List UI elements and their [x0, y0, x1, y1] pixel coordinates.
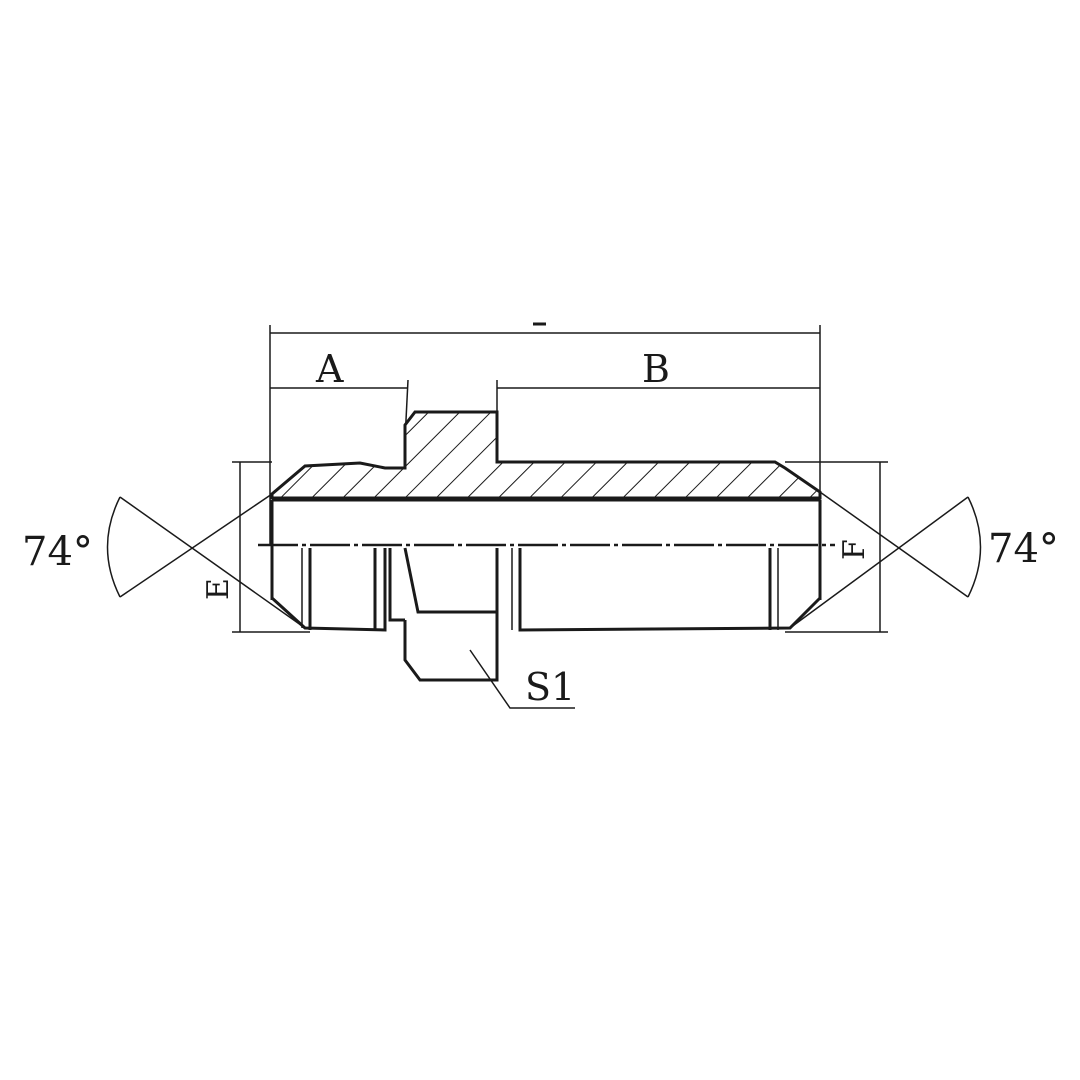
label-angle-right: 74°	[988, 526, 1059, 572]
angle-left	[106, 493, 306, 629]
s1-leader	[469, 649, 575, 709]
label-f: F	[837, 539, 872, 560]
label-b: B	[642, 347, 670, 391]
label-s1: S1	[525, 665, 575, 709]
overall-length-dimension	[269, 322, 821, 545]
lower-outline	[270, 547, 822, 682]
label-a: A	[315, 347, 344, 391]
hex-nut	[403, 547, 499, 682]
dimension-b	[496, 380, 820, 412]
label-e: E	[201, 578, 236, 600]
section-hatched	[270, 410, 822, 500]
label-angle-left: 74°	[22, 529, 93, 575]
angle-right	[789, 491, 982, 629]
